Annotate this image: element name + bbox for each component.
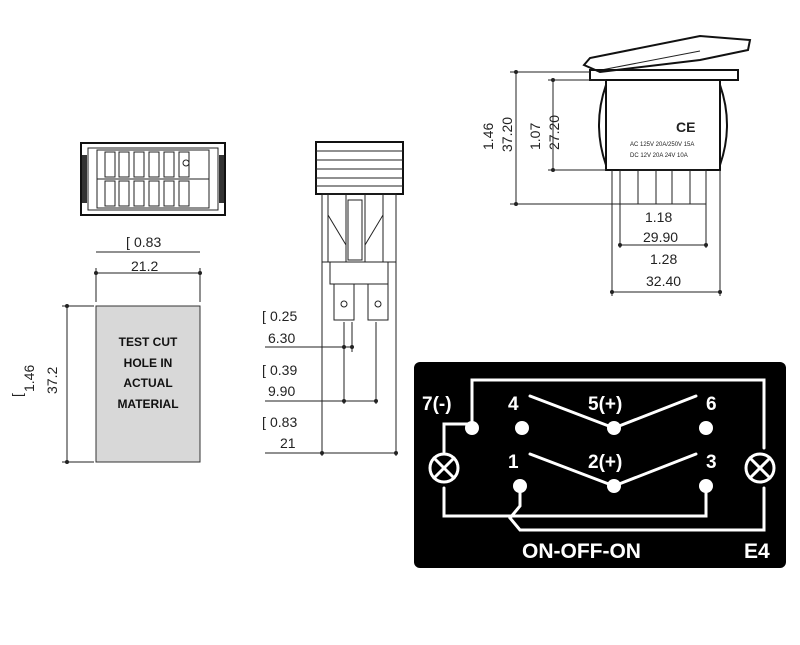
cutout-height-in: 1.46 [21, 365, 37, 392]
code-label: E4 [744, 540, 770, 563]
pin-6-label: 6 [706, 394, 717, 415]
side-dim2-in: 0.39 [270, 362, 297, 378]
cutout: TEST CUT HOLE IN ACTUAL MATERIAL [95, 305, 201, 463]
end-outer-width-in: 1.28 [650, 251, 677, 267]
pin-5-label: 5(+) [588, 394, 622, 415]
end-body-height-mm: 27.20 [546, 115, 562, 150]
side-dim1-mm: 6.30 [268, 330, 295, 346]
side-view [315, 141, 404, 456]
wiring-diagram: 7(-) 4 5(+) 6 1 2(+) 3 ON-OFF-ON E4 [414, 362, 786, 568]
pin-4-label: 4 [508, 394, 519, 415]
front-width-in: 0.83 [134, 234, 161, 250]
cutout-height-mm: 37.2 [44, 367, 60, 394]
pin-1-label: 1 [508, 452, 519, 473]
end-total-height-in: 1.46 [480, 123, 496, 150]
cutout-height-dimension: 1.46 [ 37.2 [9, 304, 94, 464]
end-outer-width-mm: 32.40 [646, 273, 681, 289]
lamp-left [428, 452, 460, 484]
pin-2-label: 2(+) [588, 452, 622, 473]
svg-text:[: [ [262, 308, 266, 324]
pin-7-label: 7(-) [422, 394, 452, 415]
end-view: CE AC 125V 20A/250V 15A DC 12V 20A 24V 1… [582, 34, 752, 205]
end-body-height-in: 1.07 [527, 123, 543, 150]
svg-text:[: [ [262, 362, 266, 378]
cutout-label-1: TEST CUT [119, 335, 178, 349]
side-dim3-in: 0.83 [270, 414, 297, 430]
end-inner-width-in: 1.18 [645, 209, 672, 225]
cutout-label-2: HOLE IN [124, 356, 173, 370]
function-label: ON-OFF-ON [522, 540, 641, 563]
rating-line-2: DC 12V 20A 24V 10A [630, 153, 688, 159]
cutout-label-4: MATERIAL [117, 397, 178, 411]
side-dim2-mm: 9.90 [268, 383, 295, 399]
side-dimensions: [ 0.25 6.30 [ 0.39 9.90 [ 0.83 21 [262, 308, 398, 455]
end-inner-width-mm: 29.90 [643, 229, 678, 245]
rating-line-1: AC 125V 20A/250V 15A [630, 142, 694, 148]
dim-bracket-left: [ [126, 234, 130, 250]
ce-mark: CE [676, 119, 695, 135]
cutout-label-3: ACTUAL [123, 376, 172, 390]
front-width-mm: 21.2 [131, 258, 158, 274]
front-view [80, 142, 226, 216]
end-dimensions: 1.46 37.20 1.07 27.20 1.18 29.90 1.28 32… [480, 70, 722, 296]
pin-3-label: 3 [706, 452, 717, 473]
side-dim3-mm: 21 [280, 435, 296, 451]
svg-text:[: [ [262, 414, 266, 430]
end-total-height-mm: 37.20 [499, 117, 515, 152]
side-dim1-in: 0.25 [270, 308, 297, 324]
svg-text:[: [ [9, 393, 25, 397]
front-width-dimension: [ 0.83 21.2 [94, 234, 202, 302]
lamp-right [744, 452, 776, 484]
